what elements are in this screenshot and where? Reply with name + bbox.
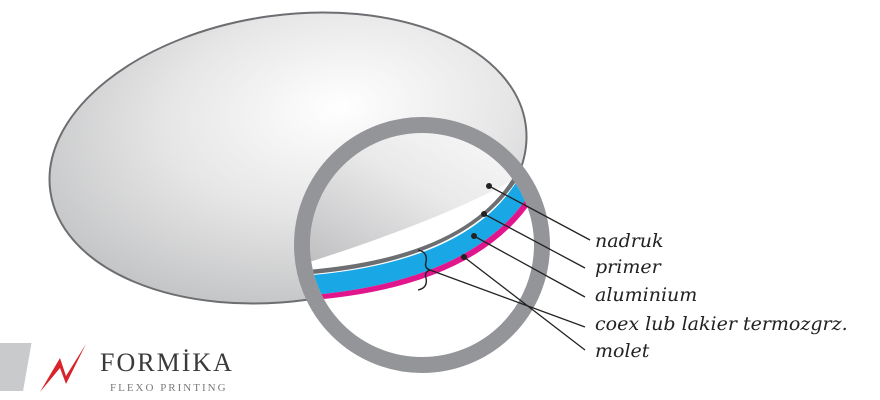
label-coex: coex lub lakier termozgrz. <box>595 313 848 335</box>
magnified-cross-section <box>310 133 534 357</box>
dot-nadruk <box>486 183 492 189</box>
label-molet: molet <box>595 340 650 362</box>
logo-name: FORMİKA <box>100 348 234 377</box>
label-primer: primer <box>595 256 663 278</box>
leader-dots <box>461 183 492 260</box>
logo-mark-red <box>40 344 86 392</box>
leader-lines <box>429 185 591 351</box>
logo-tagline: FLEXO PRINTING <box>110 382 228 394</box>
label-aluminium: aluminium <box>595 284 697 306</box>
company-logo: FORMİKA FLEXO PRINTING <box>0 343 234 394</box>
coex-layer <box>310 185 534 301</box>
logo-mark-gray <box>0 343 32 391</box>
aluminium-layer <box>310 176 534 296</box>
dot-primer <box>481 211 487 217</box>
dot-aluminium <box>471 233 477 239</box>
label-nadruk: nadruk <box>595 230 664 252</box>
dot-molet <box>461 254 467 260</box>
